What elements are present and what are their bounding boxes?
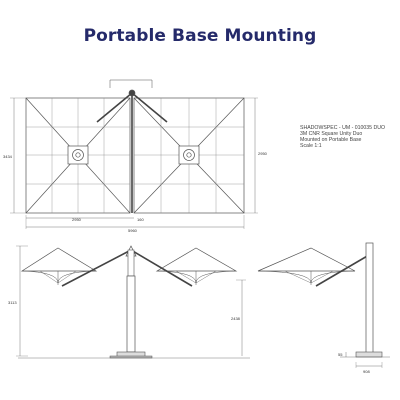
dim-plan-total-width: 5960: [128, 228, 138, 233]
dim-elevation-total-height: 3113: [8, 300, 17, 305]
left-canopy-elevation: [20, 247, 98, 272]
plan-view: [10, 79, 258, 229]
dim-base-height: 55: [338, 352, 343, 357]
side-base: [355, 351, 383, 358]
dim-plan-width: 2950: [72, 217, 82, 222]
side-canopy: [257, 247, 356, 272]
page-title: Portable Base Mounting: [83, 26, 317, 46]
spec-description: 3M CNR Square Unity Duo: [300, 131, 363, 137]
spec-model: SHADOWSPEC - UM - 010035 DUO: [300, 125, 386, 131]
dim-base-width: 908: [363, 369, 370, 374]
spec-mounting: Mounted on Portable Base: [300, 137, 362, 143]
front-elevation: [16, 245, 250, 359]
side-elevation: [257, 242, 390, 368]
side-mast: [365, 242, 374, 354]
mast: [126, 275, 136, 353]
dim-plan-right-height: 2950: [258, 151, 268, 156]
dim-elevation-clearance: 2438: [231, 316, 241, 321]
spec-scale: Scale 1:1: [300, 143, 322, 149]
dim-plan-left-height: 3434: [3, 154, 13, 159]
right-canopy-elevation: [155, 247, 238, 272]
dim-plan-gap: 160: [137, 217, 144, 222]
